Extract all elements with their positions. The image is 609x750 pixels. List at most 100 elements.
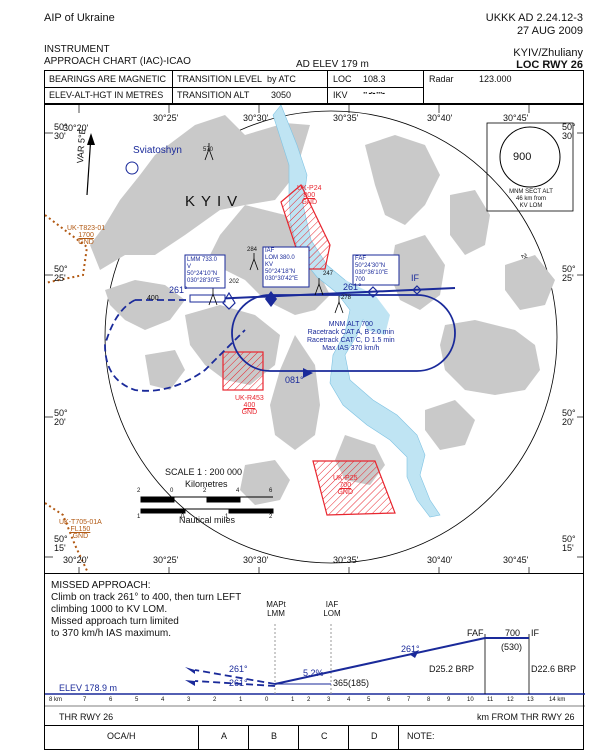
lat-right-1: 50° 30' bbox=[562, 122, 576, 141]
profile-d25: D25.2 BRP bbox=[429, 664, 475, 674]
lat-right-3: 50° 20' bbox=[562, 408, 576, 427]
scale-km-label: Kilometres bbox=[185, 479, 228, 489]
cat-b: B bbox=[271, 731, 278, 741]
lon-bottom-5: 30°40' bbox=[427, 555, 453, 565]
lmm-info-box bbox=[184, 254, 226, 289]
obstacles bbox=[204, 143, 344, 314]
profile-distance-label: km FROM THR RWY 26 bbox=[477, 712, 575, 722]
trans-alt-value: 3050 bbox=[271, 90, 292, 100]
chart-type-line2: APPROACH CHART (IAC)-ICAO bbox=[44, 56, 191, 67]
scale-km-tick-4: 4 bbox=[236, 488, 240, 494]
profile-view: MISSED APPROACH: Climb on track 261° to … bbox=[44, 574, 585, 726]
profile-faf: FAF bbox=[467, 628, 484, 638]
river-branch bbox=[345, 280, 390, 335]
lon-bottom-4: 30°35' bbox=[333, 555, 359, 565]
lon-bottom-3: 30°30' bbox=[243, 555, 269, 565]
track-261-label: 261° bbox=[169, 285, 188, 295]
faf-info-box bbox=[352, 254, 400, 286]
range-ring-20km bbox=[104, 110, 558, 564]
ad-elevation: AD ELEV 179 m bbox=[296, 59, 369, 70]
if-fix bbox=[412, 285, 422, 295]
plan-view-graphic: 20 km bbox=[45, 105, 583, 573]
alt-400-label: 400 bbox=[147, 295, 159, 302]
msa-box bbox=[486, 122, 574, 212]
ikv-morse: ·· -·- ···- bbox=[363, 88, 385, 98]
scale-title: SCALE 1 : 200 000 bbox=[165, 467, 243, 477]
obstacle-284: 284 bbox=[247, 247, 258, 253]
radar-label: Radar bbox=[429, 74, 454, 84]
scale-bar bbox=[140, 496, 274, 514]
profile-if: IF bbox=[531, 628, 539, 638]
profile-alt-365: 365(185) bbox=[333, 678, 370, 688]
trans-level-label: TRANSITION LEVEL bbox=[177, 74, 263, 84]
lat-left-3: 50° 20' bbox=[54, 408, 68, 427]
profile-gradient: 5.2% bbox=[303, 668, 324, 678]
area-uk-t705-01a bbox=[45, 502, 90, 573]
location: KYIV/Zhuliany bbox=[513, 47, 583, 59]
trans-alt-label: TRANSITION ALT bbox=[177, 90, 250, 100]
profile-km-scale: 8 km 7 6 5 4 3 2 1 0 1 2 3 4 5 6 7 8 9 1… bbox=[49, 697, 566, 703]
msa-line2: 46 km from bbox=[515, 196, 546, 202]
cat-c: C bbox=[321, 731, 328, 741]
missed-approach-track bbox=[104, 299, 246, 392]
radar-frequency: 123.000 bbox=[479, 74, 512, 84]
track-081-label: 081° bbox=[285, 375, 304, 385]
lon-top-6: 30°45' bbox=[503, 113, 529, 123]
holding-racetrack bbox=[231, 294, 456, 372]
units-note: ELEV-ALT-HGT IN METRES bbox=[49, 90, 164, 100]
missed-approach-title: MISSED APPROACH: bbox=[51, 580, 151, 591]
minima-table: OCA/H A B C D NOTE: bbox=[44, 726, 584, 750]
lat-right-4: 50° 15' bbox=[562, 534, 576, 553]
lon-top-1: 30°20' bbox=[63, 123, 89, 133]
scale-nm-tick-3: 1 bbox=[225, 514, 229, 520]
loc-frequency: 108.3 bbox=[363, 74, 386, 84]
profile-missed-track-1: 261° bbox=[229, 664, 248, 674]
chart-type-line1: INSTRUMENT bbox=[44, 44, 110, 55]
missed-approach-line2: climbing 1000 to KV LOM. bbox=[51, 604, 168, 615]
scale-nm-tick-2: 0 bbox=[181, 514, 185, 520]
magnetic-variation-arrow bbox=[86, 133, 95, 196]
info-box: BEARINGS ARE MAGNETIC ELEV-ALT-HGT IN ME… bbox=[44, 70, 584, 104]
profile-elevation: ELEV 178.9 m bbox=[59, 683, 118, 693]
msa-value: 900 bbox=[513, 151, 532, 163]
aip-title: AIP of Ukraine bbox=[44, 12, 115, 24]
sviatoshyn-label: Sviatoshyn bbox=[133, 145, 182, 156]
missed-approach-line4: to 370 km/h IAS maximum. bbox=[51, 628, 172, 639]
iaf-fix bbox=[265, 291, 277, 307]
lon-top-3: 30°30' bbox=[243, 113, 269, 123]
city-label: KYIV bbox=[185, 193, 244, 210]
obstacle-278: 278 bbox=[341, 295, 352, 301]
missed-approach-line3: Missed approach turn limited bbox=[51, 616, 179, 627]
profile-if-alt: (530) bbox=[501, 642, 523, 652]
scale-nm-label: Nautical miles bbox=[179, 515, 236, 525]
profile-track: 261° bbox=[401, 644, 420, 654]
ikv-label: IKV bbox=[333, 90, 348, 100]
obstacle-202: 202 bbox=[229, 279, 240, 285]
doc-id: UKKK AD 2.24.12-3 bbox=[485, 12, 583, 24]
lat-right-2: 50° 25' bbox=[562, 264, 576, 283]
cat-a: A bbox=[221, 731, 228, 741]
faf-fix bbox=[367, 286, 379, 298]
runway-symbol bbox=[189, 294, 226, 303]
bearings-note: BEARINGS ARE MAGNETIC bbox=[49, 74, 167, 84]
note-label: NOTE: bbox=[407, 731, 435, 741]
scale-km-tick-1: 2 bbox=[137, 488, 141, 494]
lon-bottom-2: 30°25' bbox=[153, 555, 179, 565]
oca-label: OCA/H bbox=[107, 731, 136, 741]
msa-line1: MNM SECT ALT bbox=[509, 189, 553, 195]
lmm-fix bbox=[222, 291, 236, 310]
scale-nm-tick-4: 2 bbox=[269, 514, 273, 520]
area-uk-t823-01 bbox=[45, 214, 89, 284]
lon-bottom-1: 30°20' bbox=[63, 555, 89, 565]
obstacle-247: 247 bbox=[323, 271, 334, 277]
scale-km-tick-3: 2 bbox=[203, 488, 207, 494]
if-label: IF bbox=[411, 273, 419, 283]
area-uk-r453 bbox=[222, 351, 264, 391]
